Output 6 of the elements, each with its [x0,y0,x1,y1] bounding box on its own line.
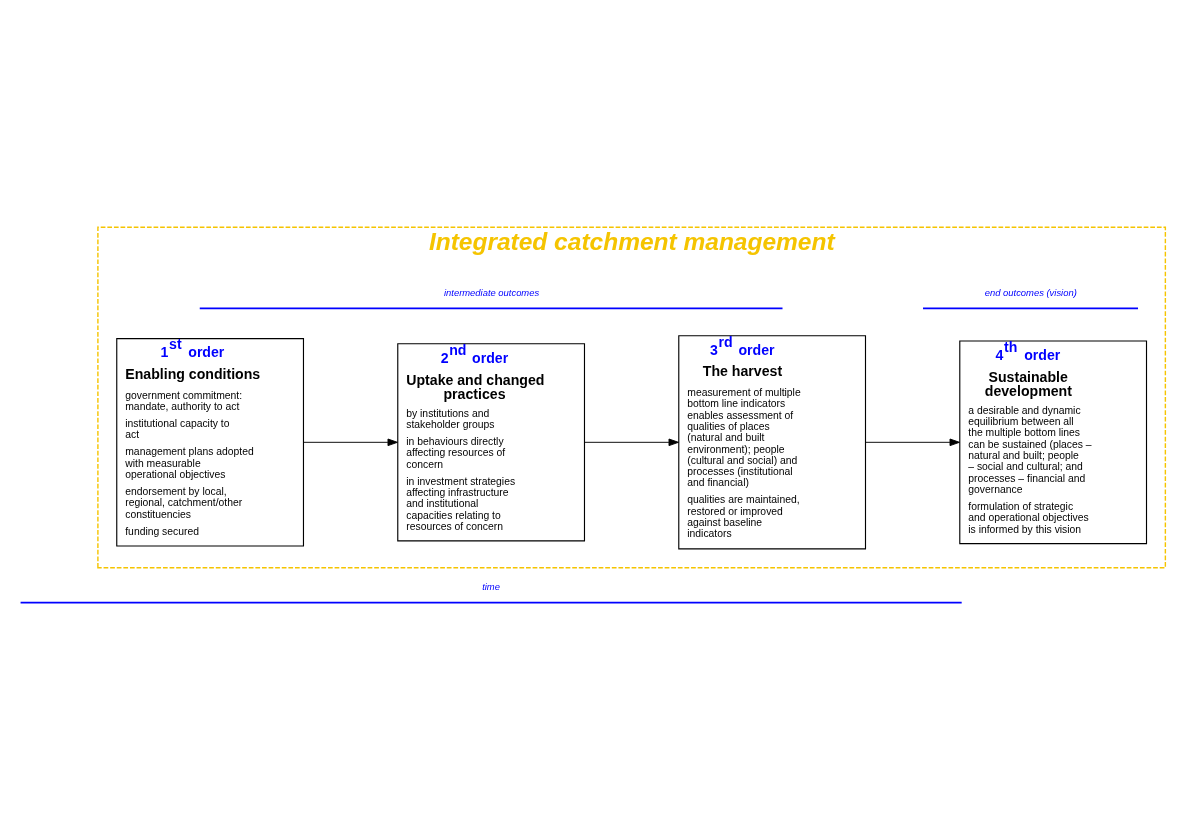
label: intermediate outcomes [443,287,540,299]
label: time [482,581,500,593]
arrow [865,438,960,447]
label: end outcomes (vision) [984,287,1077,299]
arrow [584,438,679,447]
arrow [303,438,398,447]
